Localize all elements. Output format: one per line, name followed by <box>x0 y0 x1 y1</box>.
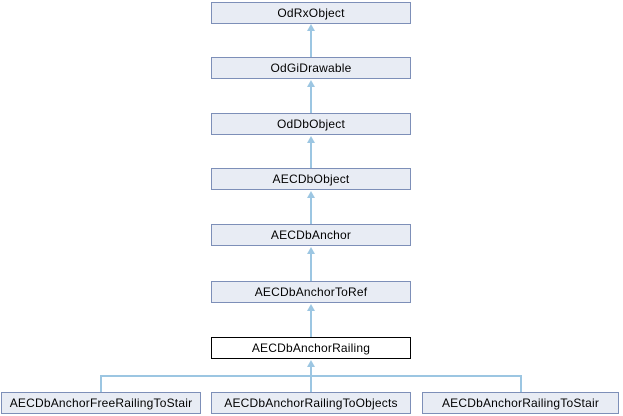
arrow-up-icon <box>307 191 315 198</box>
edge-line <box>310 310 312 337</box>
arrow-up-icon <box>307 80 315 87</box>
class-node-aecdbobject[interactable]: AECDbObject <box>211 168 411 190</box>
class-node-aecdbanchorrailing-current: AECDbAnchorRailing <box>211 337 411 359</box>
edge-line <box>310 142 312 168</box>
class-node-odrxobject[interactable]: OdRxObject <box>211 2 411 24</box>
class-node-odgidrawable[interactable]: OdGiDrawable <box>211 57 411 79</box>
class-node-aecdbanchor[interactable]: AECDbAnchor <box>211 224 411 246</box>
edge-line <box>310 197 312 224</box>
class-node-aecdbanchorrailingtoobjects[interactable]: AECDbAnchorRailingToObjects <box>211 392 411 414</box>
class-node-oddbobject[interactable]: OdDbObject <box>211 113 411 135</box>
edge-line <box>310 366 312 392</box>
arrow-up-icon <box>307 304 315 311</box>
arrow-up-icon <box>307 247 315 254</box>
edge-line <box>310 86 312 113</box>
edge-stub-left <box>100 375 102 392</box>
edge-line <box>310 30 312 57</box>
edge-stub-right <box>520 375 522 392</box>
arrow-up-icon <box>307 136 315 143</box>
edge-rail <box>100 375 522 377</box>
class-node-aecdbanchortoref[interactable]: AECDbAnchorToRef <box>211 281 411 303</box>
edge-line <box>310 253 312 281</box>
arrow-up-icon <box>307 24 315 31</box>
arrow-up-icon <box>307 360 315 367</box>
class-node-aecdbanchorrailingtostair[interactable]: AECDbAnchorRailingToStair <box>422 392 619 414</box>
class-node-aecdbanchorfreerailingtostair[interactable]: AECDbAnchorFreeRailingToStair <box>1 392 201 414</box>
